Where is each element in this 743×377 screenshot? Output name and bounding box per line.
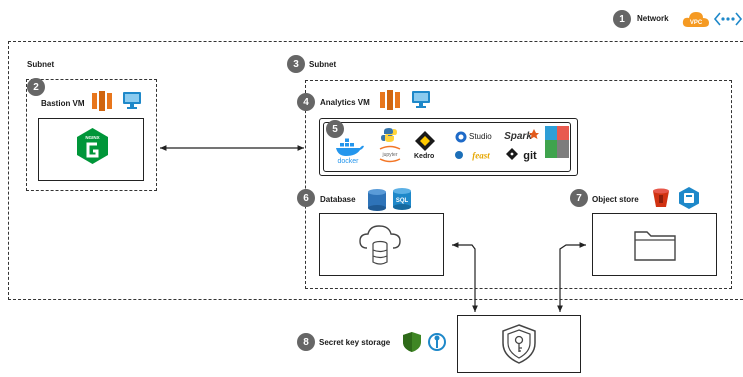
folder-icon [633,228,677,262]
sql-tag: SQL [396,198,409,204]
nginx-logo: NGINX [75,127,110,165]
feast-text: feast [472,151,490,161]
visualization-tool-icon [545,126,569,158]
kedro-logo [415,131,435,151]
subnet-left-label: Subnet [27,60,55,69]
sql-database-icon: SQL [392,188,412,210]
step-badge-1: 1 [613,10,631,28]
secret-key-shield-icon [500,323,538,365]
spark-logo: Spark [503,127,539,145]
virtual-machine-icon [411,89,431,109]
virtual-machine-icon [122,90,142,110]
bastion-vm-label: Bastion VM [41,99,85,108]
database-cylinder-icon [367,189,387,211]
step-badge-3: 3 [287,55,305,73]
git-logo: git [506,148,540,162]
python-logo [381,127,397,143]
aws-ec2-icon [380,90,400,110]
jupyter-logo: jupyter [376,145,404,163]
network-endpoints-icon [713,9,743,29]
step-badge-7: 7 [570,189,588,207]
git-text: git [523,150,537,162]
aws-ec2-icon [92,91,112,111]
kedro-label: Kedro [414,153,435,160]
step-badge-5: 5 [326,120,344,138]
storage-blob-icon [678,187,700,209]
subnet-right-boundary [305,80,732,289]
feast-logo: feast [454,148,500,162]
subnet-left-boundary [26,79,157,191]
subnet-right-label: Subnet [309,60,337,69]
tools-inner-panel [323,122,571,172]
step-badge-6: 6 [297,189,315,207]
studio-logo [455,131,467,143]
docker-text: docker [337,158,359,165]
database-secret-arrow [452,242,478,312]
key-vault-icon [427,331,447,353]
objectstore-secret-arrow [557,242,586,312]
spark-text: Spark [504,131,532,142]
analytics-vm-label: Analytics VM [320,98,370,107]
cloud-database-icon [357,222,403,268]
object-store-label: Object store [592,195,639,204]
jupyter-text: jupyter [381,152,397,158]
s3-bucket-icon [651,187,671,209]
database-label: Database [320,195,356,204]
step-badge-8: 8 [297,333,315,351]
step-badge-4: 4 [297,93,315,111]
vpc-cloud-icon: VPC [681,9,711,29]
vpc-tag: VPC [690,20,703,26]
network-label: Network [637,14,669,23]
step-badge-2: 2 [27,78,45,96]
nginx-text: NGINX [85,135,99,140]
network-boundary [8,41,743,300]
secret-storage-label: Secret key storage [319,338,391,347]
vault-shield-icon [402,331,422,353]
docker-logo: docker [332,137,366,165]
studio-label: Studio [469,132,492,141]
